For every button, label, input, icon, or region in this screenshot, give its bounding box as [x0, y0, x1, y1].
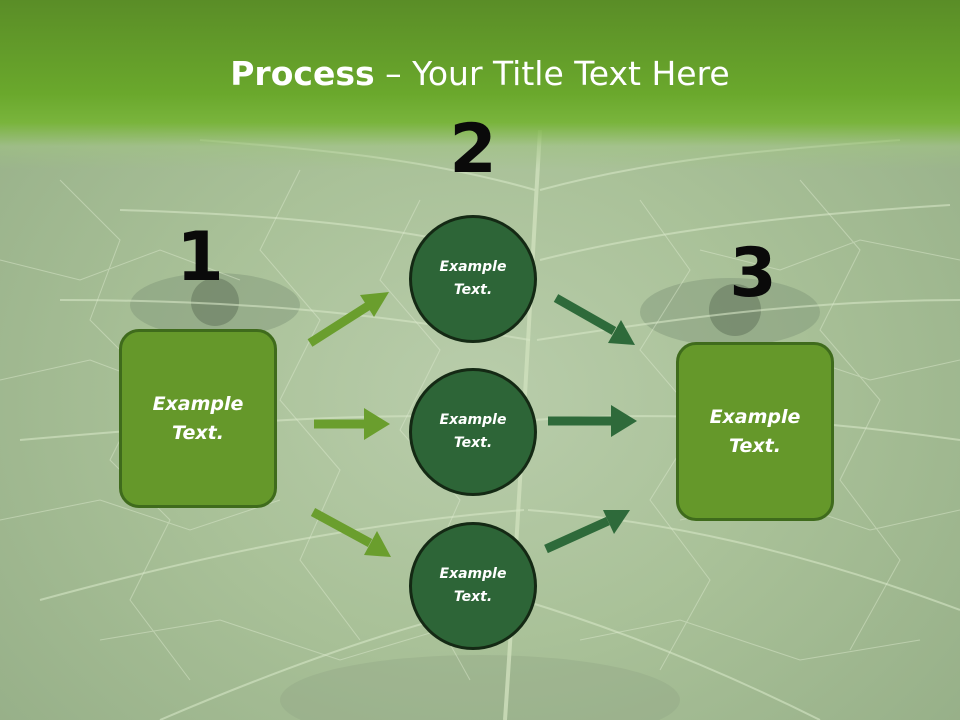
arrow-1-to-circle-1 [307, 292, 389, 347]
title-rest: – Your Title Text Here [374, 54, 730, 93]
slide-title: Process – Your Title Text Here [0, 52, 960, 96]
step-number-2: 2 [449, 110, 497, 189]
arrow-1-to-circle-3 [310, 508, 391, 557]
step1-text: Example Text. [152, 392, 244, 444]
step2-circle-3-text: Example Text. [439, 566, 507, 605]
step1-box: Example Text. [119, 329, 277, 508]
title-bar [0, 0, 960, 170]
arrow-1-to-circle-2 [314, 408, 390, 440]
step2-circle-1: Example Text. [409, 215, 537, 343]
step-number-1: 1 [176, 218, 224, 297]
arrow-circle-1-to-3 [553, 294, 635, 345]
step2-circle-2-text: Example Text. [439, 412, 507, 451]
arrow-circle-3-to-3 [544, 510, 630, 554]
step3-box: Example Text. [676, 342, 834, 521]
step3-text: Example Text. [709, 405, 801, 457]
step2-circle-2: Example Text. [409, 368, 537, 496]
step2-circle-3: Example Text. [409, 522, 537, 650]
arrow-circle-2-to-3 [548, 405, 637, 437]
title-strong: Process [230, 54, 375, 93]
step2-circle-1-text: Example Text. [439, 259, 507, 298]
step-number-3: 3 [729, 234, 777, 313]
